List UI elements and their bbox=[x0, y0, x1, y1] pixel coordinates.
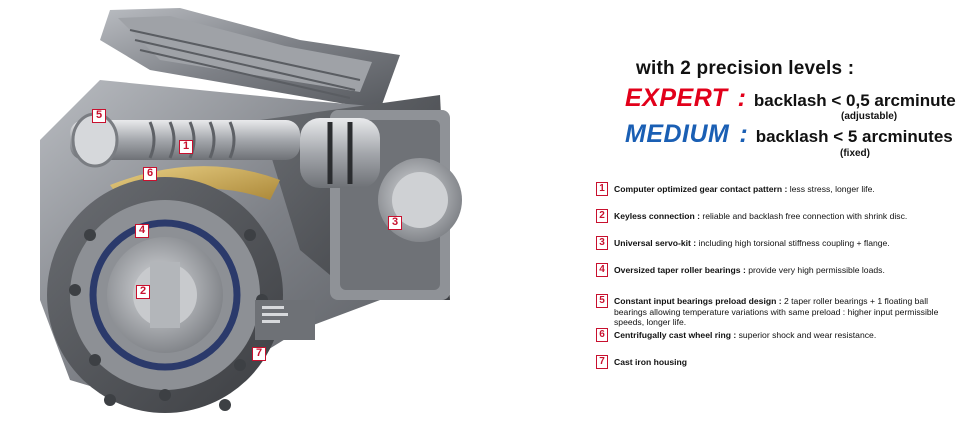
feature-number: 5 bbox=[596, 294, 608, 308]
level-description-expert: backlash < 0,5 arcminute bbox=[753, 91, 956, 110]
feature-title: Computer optimized gear contact pattern … bbox=[614, 184, 788, 194]
callout-4: 4 bbox=[135, 224, 149, 238]
level-separator-expert: : bbox=[737, 84, 746, 112]
feature-number: 3 bbox=[596, 236, 608, 250]
level-medium: MEDIUM: backlash < 5 arcminutes bbox=[625, 120, 953, 150]
feature-description: less stress, longer life. bbox=[787, 184, 875, 194]
feature-title: Cast iron housing bbox=[614, 357, 688, 367]
feature-number: 6 bbox=[596, 328, 608, 342]
feature-description: provide very high permissible loads. bbox=[745, 265, 885, 275]
feature-number: 1 bbox=[596, 182, 608, 196]
callout-3: 3 bbox=[388, 216, 402, 230]
level-description-medium: backlash < 5 arcminutes bbox=[755, 127, 953, 146]
callout-7: 7 bbox=[252, 347, 266, 361]
output-seal bbox=[89, 219, 241, 371]
worm-threads bbox=[148, 121, 236, 159]
feature-title: Universal servo-kit : bbox=[614, 238, 697, 248]
feature-title: Centrifugally cast wheel ring : bbox=[614, 330, 737, 340]
level-note-medium: (fixed) bbox=[840, 148, 870, 159]
level-separator-medium: : bbox=[739, 120, 748, 148]
feature-number: 2 bbox=[596, 209, 608, 223]
level-expert: EXPERT: backlash < 0,5 arcminute bbox=[625, 84, 956, 114]
feature-number: 4 bbox=[596, 263, 608, 277]
feature-title: Constant input bearings preload design : bbox=[614, 296, 782, 306]
callout-1: 1 bbox=[179, 140, 193, 154]
feature-description: superior shock and wear resistance. bbox=[736, 330, 877, 340]
feature-title: Keyless connection : bbox=[614, 211, 700, 221]
feature-description: reliable and backlash free connection wi… bbox=[699, 211, 908, 221]
level-name-medium: MEDIUM bbox=[625, 120, 730, 148]
housing-ribs bbox=[129, 29, 361, 99]
feature-description: including high torsional stiffness coupl… bbox=[696, 238, 890, 248]
level-name-expert: EXPERT bbox=[625, 84, 728, 112]
coupling bbox=[300, 118, 380, 188]
coupling-grooves bbox=[327, 122, 353, 184]
level-note-expert: (adjustable) bbox=[841, 111, 898, 122]
feature-title: Oversized taper roller bearings : bbox=[614, 265, 746, 275]
gearbox-cutaway-illustration: 5 1 6 4 2 3 7 bbox=[40, 8, 462, 413]
gearbox-drawing bbox=[40, 8, 462, 413]
callout-2: 2 bbox=[136, 285, 150, 299]
feature-description: 2 taper roller bearings + 1 floating bal… bbox=[614, 296, 939, 328]
feature-number: 7 bbox=[596, 355, 608, 369]
callout-5: 5 bbox=[92, 109, 106, 123]
callout-6: 6 bbox=[143, 167, 157, 181]
precision-heading: with 2 precision levels : bbox=[636, 58, 855, 79]
